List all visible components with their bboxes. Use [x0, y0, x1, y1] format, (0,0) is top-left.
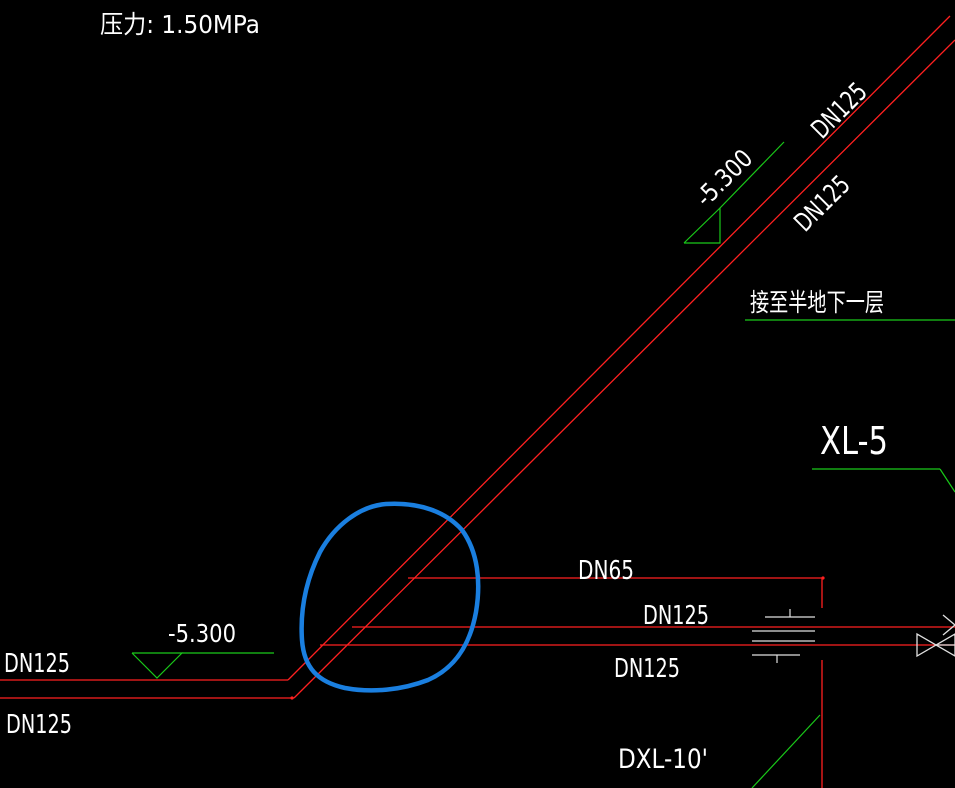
pipe-lines — [0, 15, 955, 788]
pipe-size-label: DN125 — [614, 654, 680, 684]
pipe-size-label: DN125 — [806, 77, 874, 145]
connection-note: 接至半地下一层 — [750, 288, 884, 317]
elevation-label: -5.300 — [690, 144, 759, 213]
riser-id-label: XL-5 — [820, 419, 888, 463]
pipe-diagonal-inner — [293, 39, 955, 699]
pipe-node — [821, 576, 825, 580]
pipe-size-label: DN65 — [578, 556, 634, 586]
highlight-circle — [299, 501, 481, 693]
leader-lines — [131, 141, 955, 788]
elevation-marker-upper — [683, 206, 721, 244]
pipe-size-label: DN125 — [789, 170, 857, 238]
pipe-size-label: DN125 — [6, 710, 72, 740]
elevation-label: -5.300 — [168, 619, 236, 648]
pipe-size-label: DN125 — [643, 601, 709, 631]
riser-label-leader — [939, 468, 955, 493]
riser-dxl-label: DXL-10' — [618, 744, 708, 775]
pipe-size-label: DN125 — [4, 649, 70, 679]
labels: 压力: 1.50MPa DN125 DN125 -5.300 -5.300 DN… — [4, 10, 888, 775]
pipe-diagonal-outer — [287, 15, 951, 681]
elevation-leader-upper — [719, 141, 785, 209]
flange-fitting — [752, 609, 815, 663]
elevation-marker-left — [131, 652, 184, 679]
pressure-label: 压力: 1.50MPa — [100, 10, 260, 39]
dxl-leader — [751, 714, 821, 788]
pipe-node — [290, 696, 294, 700]
valve-icon — [916, 614, 955, 658]
